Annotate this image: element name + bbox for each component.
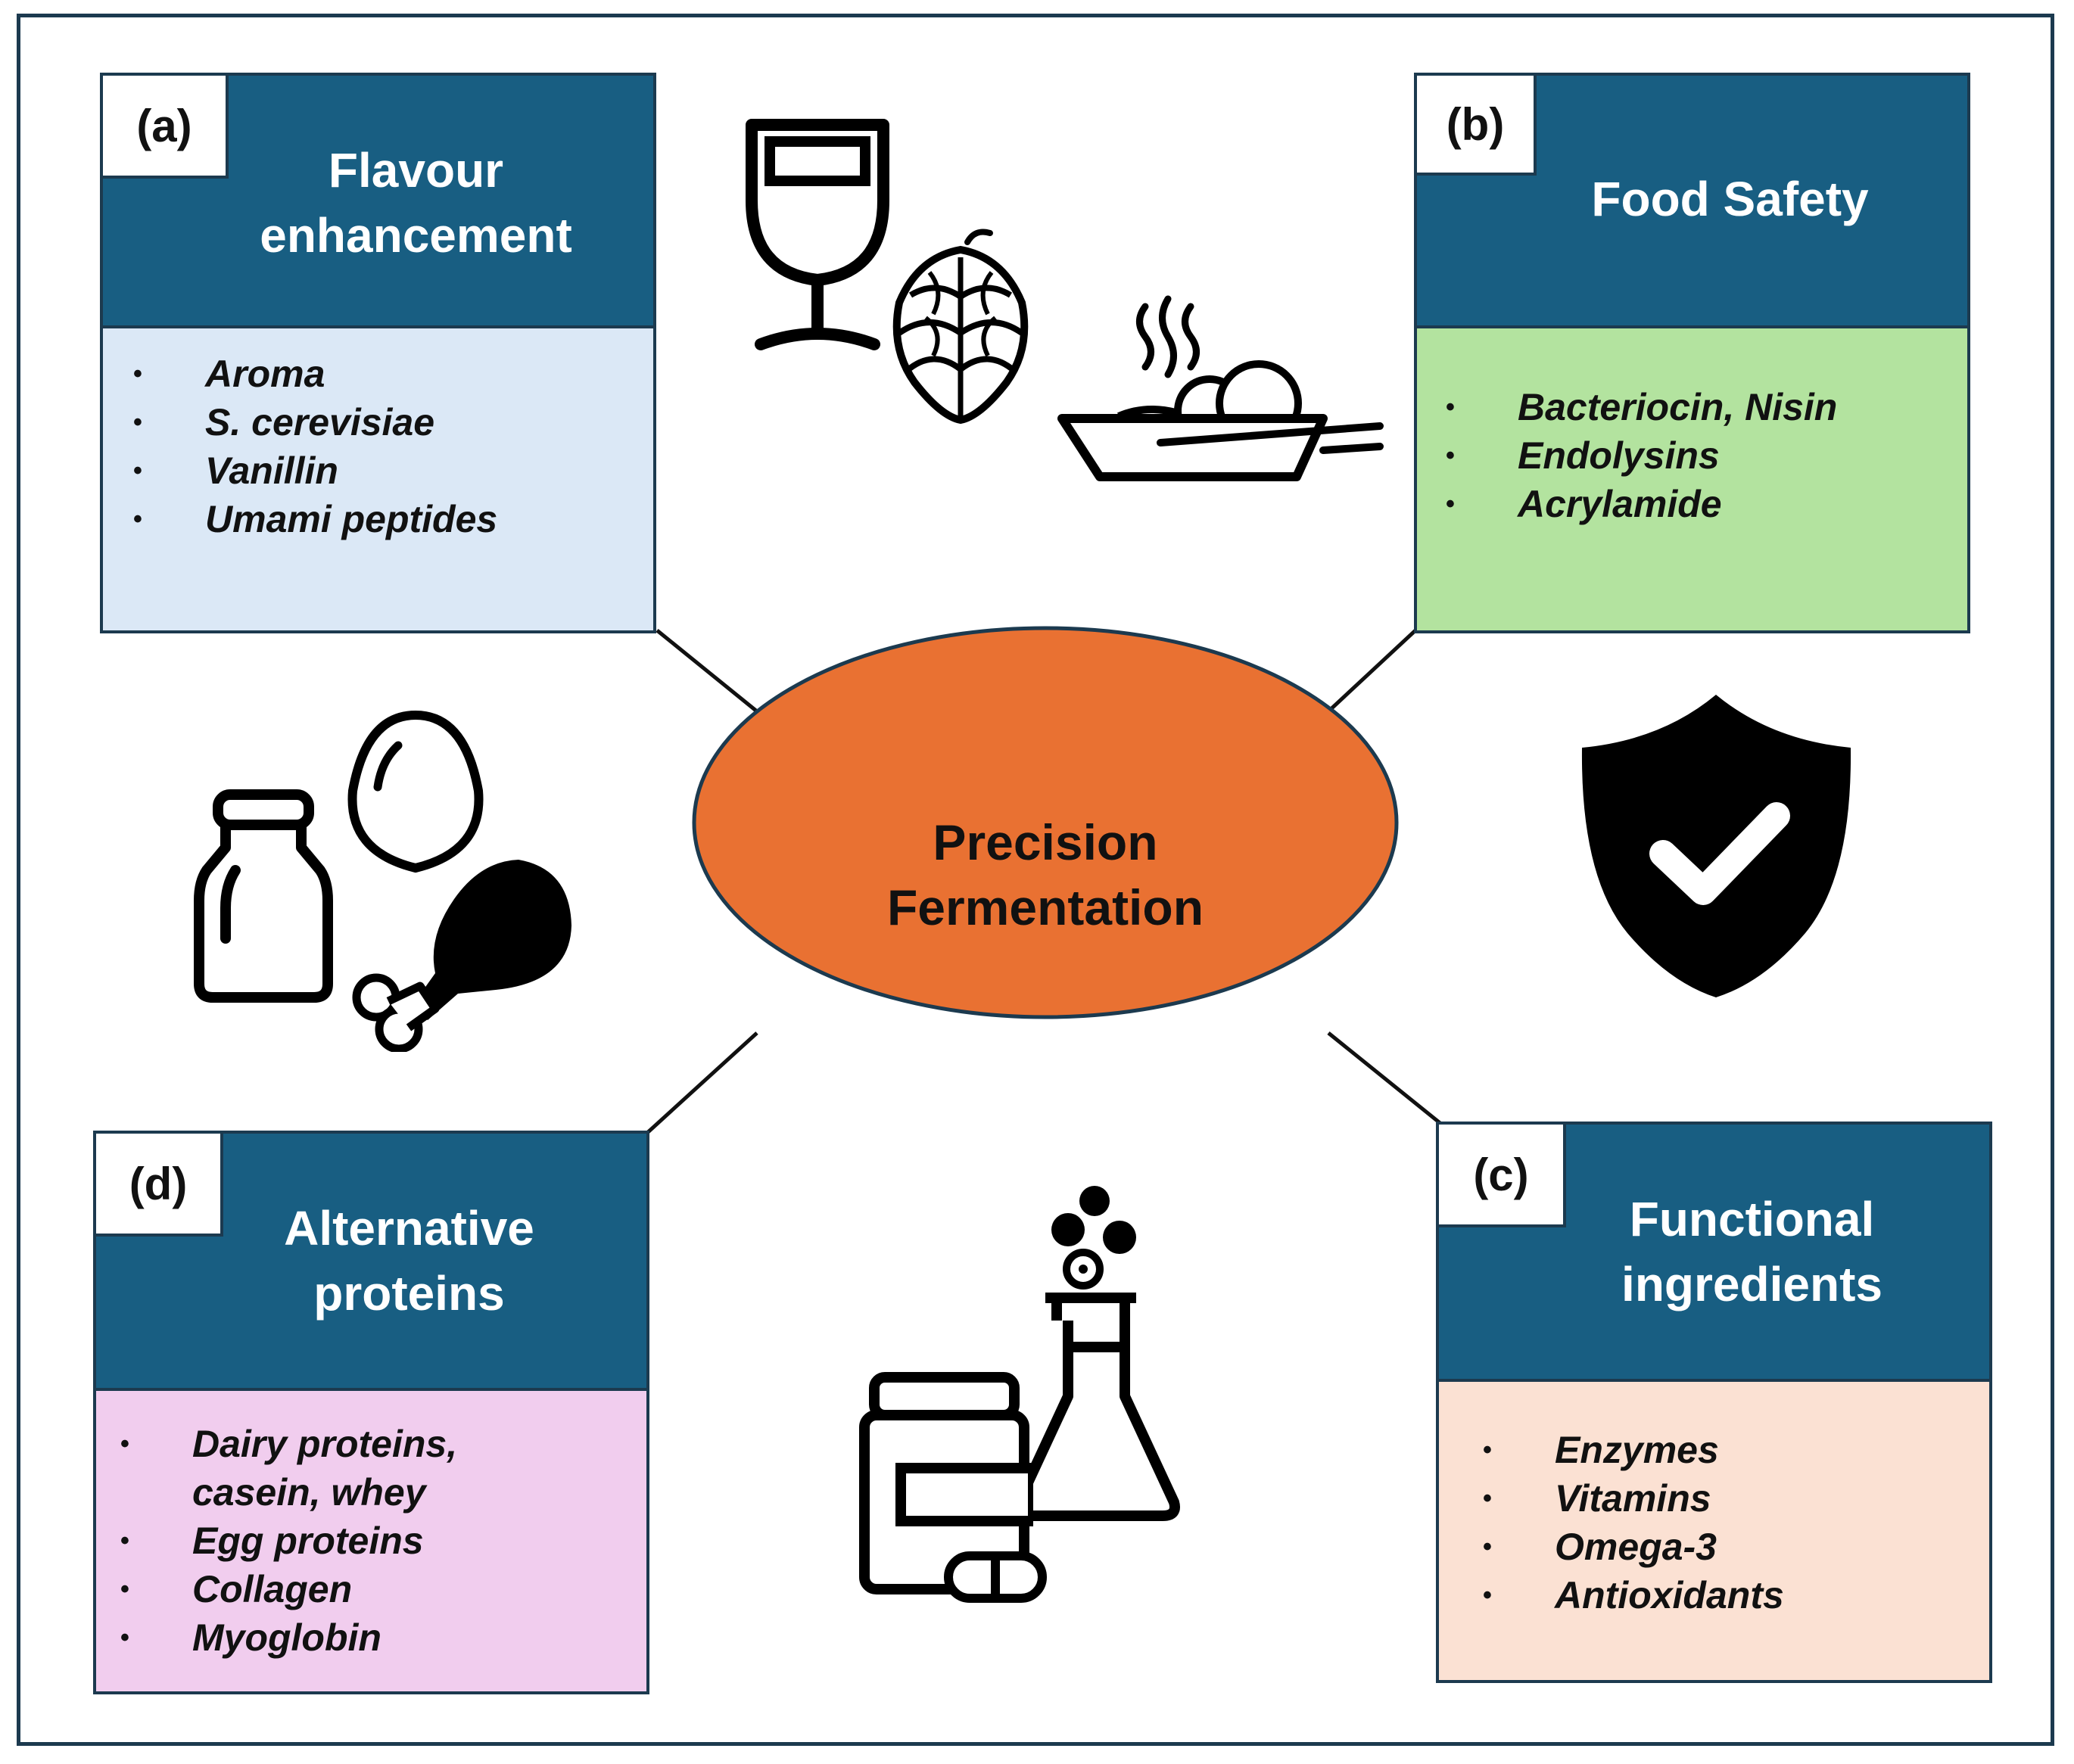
list-item: Myoglobin: [120, 1613, 457, 1662]
connector-c: [1327, 1031, 1443, 1126]
wine-glass-icon: [746, 119, 889, 350]
panel-d-title: Alternative proteins: [172, 1196, 646, 1326]
list-item: Enzymes: [1483, 1426, 1784, 1474]
connector-a: [656, 629, 758, 713]
panel-a-title: Flavour enhancement: [179, 138, 653, 268]
shield-check-icon: [1581, 695, 1851, 997]
center-label-line1: Precision: [933, 814, 1158, 870]
egg-icon: [347, 710, 484, 873]
center-ellipse: [692, 626, 1399, 1019]
panel-c-list: Enzymes Vitamins Omega-3 Antioxidants: [1483, 1426, 1784, 1619]
center-label-line2: Fermentation: [886, 879, 1204, 935]
panel-a-title-line2: enhancement: [260, 208, 572, 263]
list-item: Bacteriocin, Nisin: [1446, 383, 1837, 431]
list-item: Umami peptides: [133, 495, 497, 543]
panel-b-title: Food Safety: [1493, 166, 1967, 232]
list-item: Egg proteins: [120, 1517, 457, 1565]
list-item: Acrylamide: [1446, 480, 1837, 528]
list-item-continuation: casein, whey: [192, 1471, 426, 1514]
list-item: Antioxidants: [1483, 1571, 1784, 1619]
list-item: S. cerevisiae: [133, 398, 497, 446]
list-item: Endolysins: [1446, 431, 1837, 480]
panel-c-title: Functional ingredients: [1515, 1187, 1989, 1317]
hot-food-plate-icon: [1057, 295, 1384, 481]
panel-food-safety: Food Safety Bacteriocin, Nisin Endolysin…: [1414, 73, 1970, 633]
list-item: Collagen: [120, 1565, 457, 1613]
list-item: Dairy proteins,: [120, 1420, 457, 1468]
flask-icon: [1013, 1186, 1180, 1521]
supplement-jar-icon: [859, 1372, 1033, 1594]
panel-a-title-line1: Flavour: [328, 143, 504, 198]
panel-d-list: Dairy proteins, casein, whey Egg protein…: [120, 1420, 457, 1662]
connector-b: [1327, 629, 1417, 713]
panel-a-list: Aroma S. cerevisiae Vanillin Umami pepti…: [133, 350, 497, 543]
panel-d-title-line1: Alternative: [284, 1201, 534, 1255]
panel-c-title-line2: ingredients: [1621, 1257, 1882, 1311]
panel-a-tag: (a): [100, 73, 229, 179]
capsule-icon: [944, 1551, 1047, 1603]
panel-d-tag: (d): [93, 1131, 223, 1237]
panel-d-title-line2: proteins: [313, 1266, 505, 1321]
list-item: Vanillin: [133, 446, 497, 495]
list-item: Aroma: [133, 350, 497, 398]
panel-b-title-line1: Food Safety: [1591, 172, 1869, 226]
panel-c-tag: (c): [1436, 1122, 1566, 1227]
milk-bottle-icon: [194, 789, 333, 1003]
list-item: Omega-3: [1483, 1523, 1784, 1571]
list-item: Vitamins: [1483, 1474, 1784, 1523]
panel-b-list: Bacteriocin, Nisin Endolysins Acrylamide: [1446, 383, 1837, 528]
diagram-frame: [17, 14, 2054, 1746]
hop-cone-icon: [892, 229, 1029, 425]
panel-b-tag: (b): [1414, 73, 1537, 176]
panel-c-title-line1: Functional: [1629, 1192, 1875, 1246]
chicken-leg-icon: [352, 860, 571, 1052]
center-label: Precision Fermentation: [691, 810, 1400, 940]
connector-d: [646, 1031, 758, 1134]
